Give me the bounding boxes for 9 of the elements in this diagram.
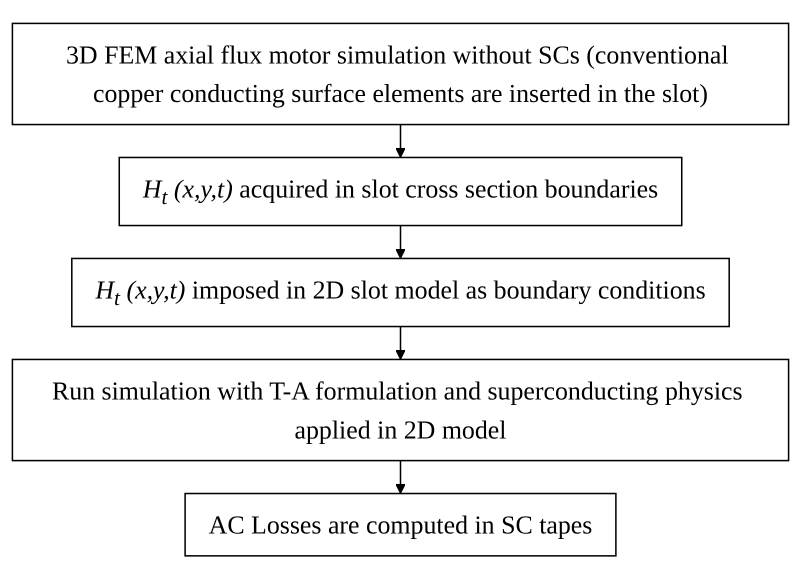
arrow [395,124,406,158]
node-box: Run simulation with T-A formulation and superconducting physics applied in 2D model [12,359,790,462]
arrow [395,226,406,260]
node-box: H$_{t}$ (x,y,t) imposed in 2D slot model as boundary conditions [71,258,730,328]
arrow [395,460,406,494]
node-box: H$_{t}$ (x,y,t) acquired in slot cross section boundaries [118,157,682,227]
node-box: AC Losses are computed in SC tapes [184,493,617,557]
node-box: 3D FEM axial flux motor simulation without SCs (conventional copper conducting surface elements are inserted in the slot) [12,23,790,126]
arrow [395,326,406,360]
